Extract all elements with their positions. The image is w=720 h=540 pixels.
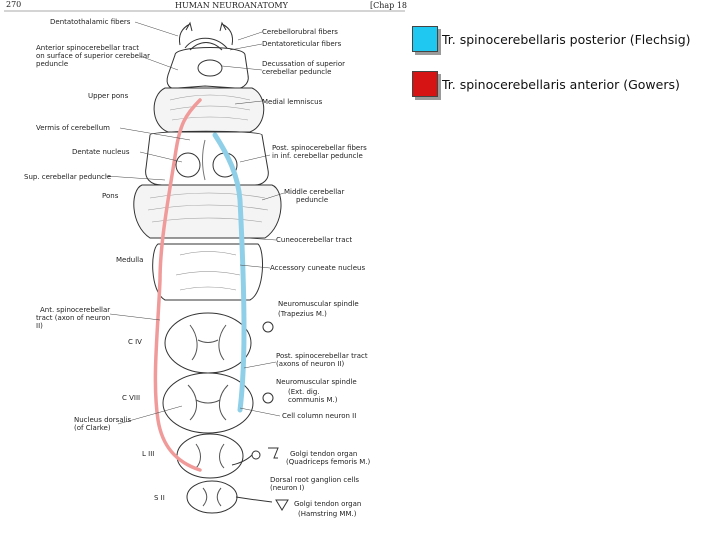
label-ant-tract-surface-1: Anterior spinocerebellar tract	[36, 44, 139, 52]
label-post-fibers-2: in inf. cerebellar peduncle	[272, 152, 363, 160]
spinal-segment-l3	[176, 433, 244, 479]
label-c8: C VIII	[122, 394, 140, 402]
medulla-section	[152, 243, 263, 301]
posterior-tract-path	[212, 132, 247, 413]
label-upper-pons: Upper pons	[88, 92, 129, 100]
label-nucleus-dorsalis-1: Nucleus dorsalis	[74, 416, 132, 424]
label-golgi2-1: Golgi tendon organ	[294, 500, 361, 508]
label-medial-lemniscus: Medial lemniscus	[262, 98, 323, 106]
label-cuneocerebellar: Cuneocerebellar tract	[276, 236, 352, 244]
label-neuromuscular-2: (Trapezius M.)	[278, 310, 327, 318]
label-nucleus-dorsalis-2: (of Clarke)	[74, 424, 111, 432]
label-ant-tract-surface-3: peduncle	[36, 60, 68, 68]
label-cerebellorubral: Cerebellorubral fibers	[262, 28, 338, 36]
label-dentate: Dentate nucleus	[72, 148, 130, 156]
label-golgi1-1: Golgi tendon organ	[290, 450, 357, 458]
label-accessory-cuneate: Accessory cuneate nucleus	[270, 264, 365, 272]
label-ant-tract-surface-2: on surface of superior cerebellar	[36, 52, 150, 60]
legend-label-posterior: Tr. spinocerebellaris posterior (Flechsi…	[442, 31, 691, 47]
legend-swatch-posterior	[412, 26, 438, 52]
label-s2: S II	[154, 494, 165, 502]
arrow-up-right-icon	[219, 21, 233, 46]
spinal-segment-c4	[164, 312, 252, 374]
legend-swatch-anterior	[412, 71, 438, 97]
label-post-tract-1: Post. spinocerebellar tract	[276, 352, 368, 360]
page-header: 270 HUMAN NEUROANATOMY [Chap 18	[4, 0, 407, 12]
neural-sections	[133, 21, 289, 514]
spinal-segment-s2	[186, 480, 238, 514]
label-drg-1: Dorsal root ganglion cells	[270, 476, 359, 484]
golgi-hamstring-icon	[275, 499, 289, 511]
label-drg-2: (neuron I)	[270, 484, 305, 492]
label-l3: L III	[142, 450, 154, 458]
midbrain-section	[166, 47, 249, 89]
labels-right: Cerebellorubral fibers Dentatoreticular …	[262, 28, 371, 518]
label-sup-peduncle: Sup. cerebellar peduncle	[24, 173, 111, 181]
label-cell-column: Cell column neuron II	[282, 412, 356, 420]
label-decussation-1: Decussation of superior	[262, 60, 345, 68]
pons-section	[133, 184, 282, 239]
spindle-trapezius-icon	[262, 321, 274, 333]
label-ant-tract-2: tract (axon of neuron	[36, 314, 110, 322]
label-neuromuscular2-3: communis M.)	[288, 396, 338, 404]
label-c4: C IV	[128, 338, 142, 346]
label-vermis: Vermis of cerebellum	[36, 124, 110, 132]
label-middle-peduncle-1: Middle cerebellar	[284, 188, 344, 196]
label-ant-tract-3: II)	[36, 322, 43, 330]
drg-icon	[251, 450, 261, 460]
running-title: HUMAN NEUROANATOMY	[175, 1, 289, 10]
label-neuromuscular2-2: (Ext. dig.	[288, 388, 320, 396]
label-golgi1-2: (Quadriceps femoris M.)	[286, 458, 371, 466]
label-dentatothalamic: Dentatothalamic fibers	[50, 18, 131, 26]
label-pons: Pons	[102, 192, 119, 200]
page-number: 270	[6, 0, 21, 9]
label-ant-tract-1: Ant. spinocerebellar	[40, 306, 110, 314]
label-medulla: Medulla	[116, 256, 143, 264]
leader-lines	[105, 21, 285, 425]
label-golgi2-2: (Hamstring MM.)	[298, 510, 357, 518]
label-neuromuscular2-1: Neuromuscular spindle	[276, 378, 357, 386]
legend-item-posterior: Tr. spinocerebellaris posterior (Flechsi…	[412, 24, 691, 54]
legend-item-anterior: Tr. spinocerebellaris anterior (Gowers)	[412, 69, 680, 99]
label-dentatoreticular: Dentatoreticular fibers	[262, 40, 342, 48]
anterior-tract-path	[153, 98, 202, 472]
spindle-extensor-icon	[262, 392, 274, 404]
label-post-fibers-1: Post. spinocerebellar fibers	[272, 144, 367, 152]
arrow-up-left-icon	[179, 21, 193, 46]
label-middle-peduncle-2: peduncle	[296, 196, 328, 204]
label-neuromuscular-1: Neuromuscular spindle	[278, 300, 359, 308]
chapter-label: [Chap 18	[370, 1, 407, 10]
labels-left: Dentatothalamic fibers Anterior spinocer…	[24, 18, 165, 502]
cerebellum-section	[145, 130, 269, 186]
label-post-tract-2: (axons of neuron II)	[276, 360, 344, 368]
golgi-quadriceps-icon	[268, 447, 279, 459]
label-decussation-2: cerebellar peduncle	[262, 68, 331, 76]
legend-label-anterior: Tr. spinocerebellaris anterior (Gowers)	[442, 76, 680, 92]
tracts	[153, 98, 247, 472]
spinal-segment-c8	[162, 372, 254, 434]
